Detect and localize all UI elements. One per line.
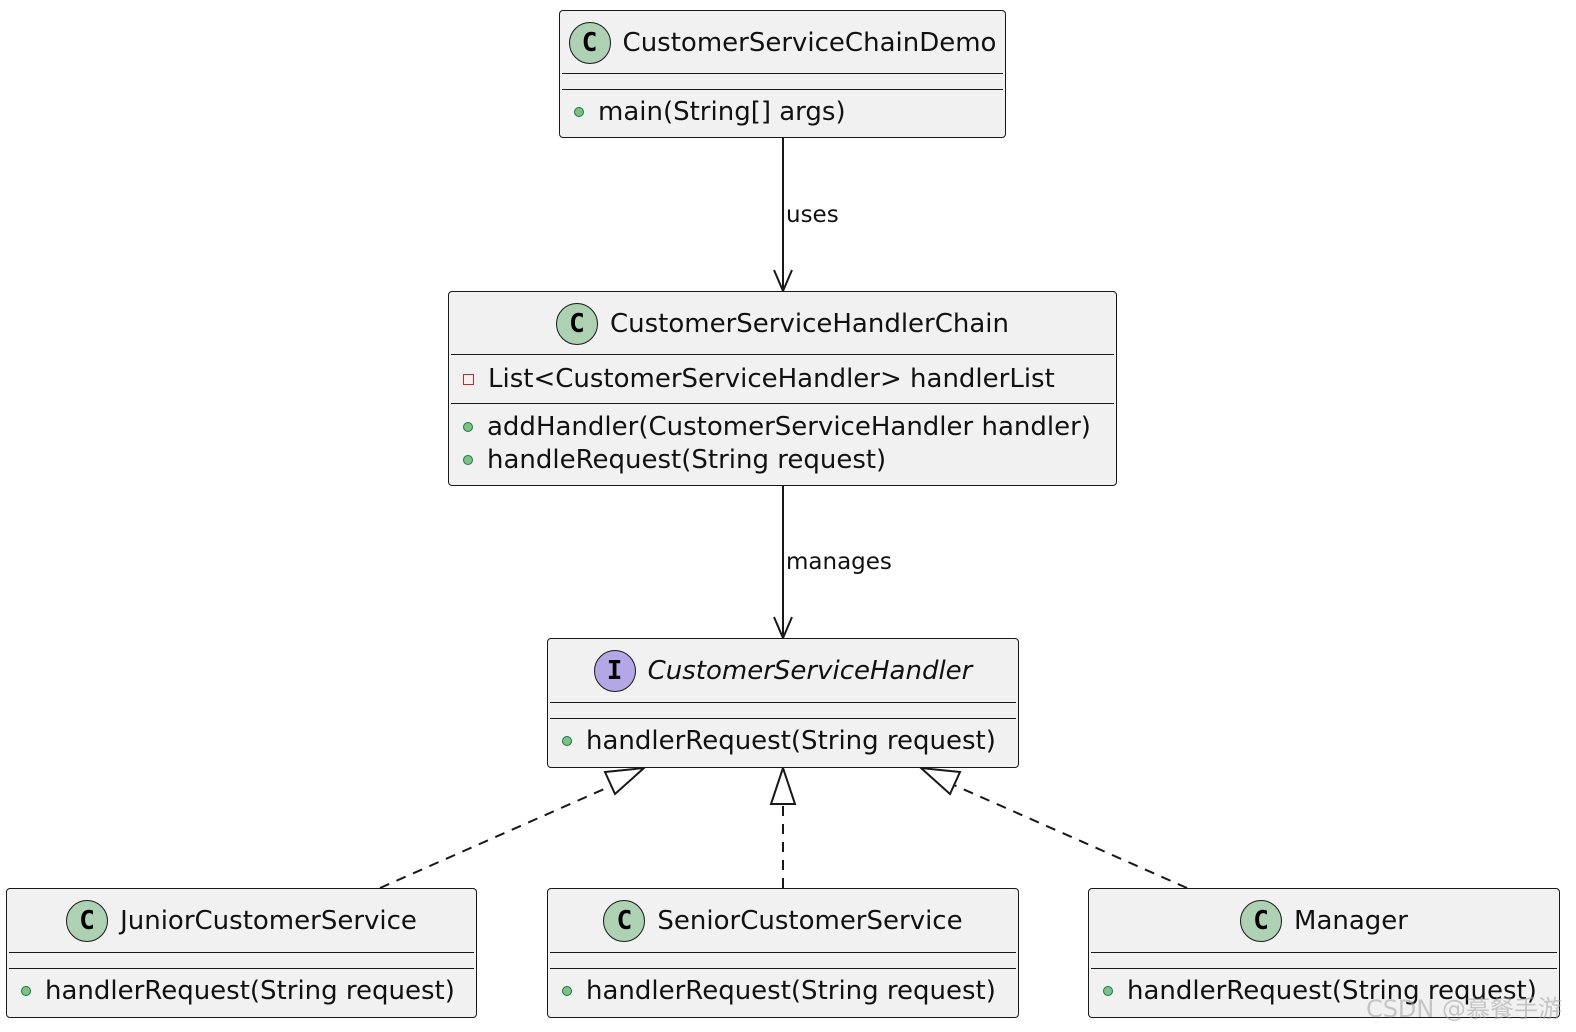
methods-divider [1091, 968, 1557, 969]
method-signature: handlerRequest(String request) [1127, 976, 1537, 1006]
class-name: CustomerServiceChainDemo [622, 28, 997, 58]
customer-service-handler-chain-class: C CustomerServiceHandlerChain List<Custo… [448, 291, 1117, 486]
method-signature: handlerRequest(String request) [586, 976, 996, 1006]
class-stereotype-icon: C [603, 900, 646, 942]
junior-realization-line [379, 781, 621, 889]
methods-divider [9, 968, 474, 969]
method-row: main(String[] args) [574, 97, 846, 127]
class-stereotype-icon: C [555, 303, 598, 345]
manager-realization-arrowhead [918, 766, 962, 796]
attributes-divider [550, 952, 1016, 953]
senior-customer-service-class: C SeniorCustomerService handlerRequest(S… [547, 888, 1019, 1018]
senior-realization-arrowhead [769, 764, 797, 805]
attributes-divider [9, 952, 474, 953]
method-signature: handlerRequest(String request) [45, 976, 455, 1006]
customer-service-handler-interface: I CustomerServiceHandler handlerRequest(… [547, 638, 1019, 768]
attributes-divider [451, 354, 1114, 355]
manager-realization-line [946, 781, 1188, 889]
attributes-divider [550, 702, 1016, 703]
public-visibility-icon [463, 455, 473, 465]
method-row: handleRequest(String request) [463, 445, 886, 475]
private-visibility-icon [463, 373, 474, 385]
public-visibility-icon [574, 107, 584, 117]
watermark: CSDN @慕餐手游 [1365, 995, 1562, 1023]
public-visibility-icon [1103, 986, 1113, 996]
method-signature: handlerRequest(String request) [586, 726, 996, 756]
field-row: List<CustomerServiceHandler> handlerList [463, 364, 1055, 394]
method-row: addHandler(CustomerServiceHandler handle… [463, 412, 1091, 442]
method-signature: main(String[] args) [598, 97, 846, 127]
class-name: JuniorCustomerService [120, 906, 417, 936]
methods-divider [451, 403, 1114, 404]
public-visibility-icon [562, 986, 572, 996]
interface-name: CustomerServiceHandler [647, 656, 973, 686]
method-row: handlerRequest(String request) [21, 976, 455, 1006]
class-name: Manager [1294, 906, 1408, 936]
public-visibility-icon [21, 986, 31, 996]
class-stereotype-icon: C [66, 900, 109, 942]
interface-stereotype-icon: I [593, 650, 636, 692]
method-row: handlerRequest(String request) [562, 726, 996, 756]
method-signature: handleRequest(String request) [487, 445, 887, 475]
public-visibility-icon [562, 736, 572, 746]
attributes-divider [562, 73, 1003, 74]
methods-divider [550, 718, 1016, 719]
manages-label: manages [786, 549, 892, 575]
class-stereotype-icon: C [1240, 900, 1283, 942]
attributes-divider [1091, 952, 1557, 953]
method-signature: addHandler(CustomerServiceHandler handle… [487, 412, 1091, 442]
uses-label: uses [786, 202, 839, 228]
method-row: handlerRequest(String request) [1103, 976, 1537, 1006]
manager-class: C Manager handlerRequest(String request) [1088, 888, 1560, 1018]
class-stereotype-icon: C [568, 22, 611, 64]
junior-realization-arrowhead [603, 766, 647, 796]
field-declaration: List<CustomerServiceHandler> handlerList [488, 364, 1055, 394]
customer-service-chain-demo-class: C CustomerServiceChainDemo main(String[]… [559, 10, 1006, 138]
method-row: handlerRequest(String request) [562, 976, 996, 1006]
methods-divider [550, 968, 1016, 969]
class-name: CustomerServiceHandlerChain [609, 309, 1010, 339]
methods-divider [562, 89, 1003, 90]
public-visibility-icon [463, 422, 473, 432]
junior-customer-service-class: C JuniorCustomerService handlerRequest(S… [6, 888, 477, 1018]
class-name: SeniorCustomerService [657, 906, 963, 936]
